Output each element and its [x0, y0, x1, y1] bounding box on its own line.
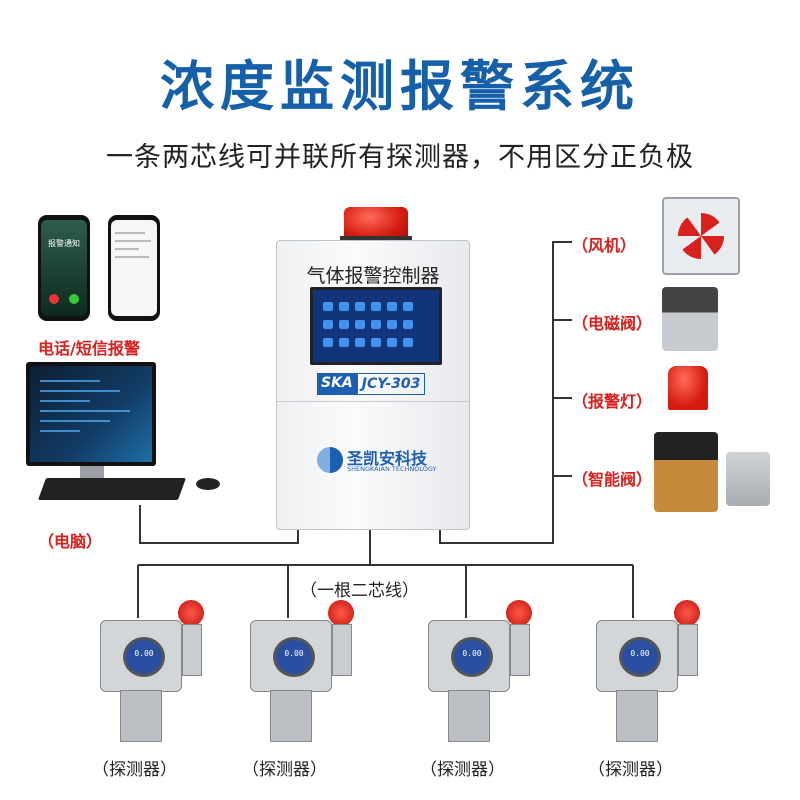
alarm-lamp-icon	[674, 600, 700, 626]
wire-computer	[139, 505, 299, 544]
smart-valve-icon	[654, 432, 718, 512]
keyboard-icon	[37, 478, 187, 500]
computer-monitor	[26, 362, 156, 466]
alarm-light-label: （报警灯）	[572, 392, 653, 411]
solenoid-valve-label: （电磁阀）	[572, 314, 653, 333]
controller-beacon	[344, 207, 408, 241]
phone-label: 电话/短信报警	[38, 339, 140, 358]
computer-label: （电脑）	[38, 532, 103, 551]
model-label: SKA JCY-303	[317, 373, 429, 395]
gas-detector: 0.00	[586, 600, 700, 750]
detector-reading: 0.00	[630, 649, 650, 658]
brand-name-en: SHENGKAIAN TECHNOLOGY	[347, 465, 437, 473]
decline-icon	[49, 294, 59, 304]
detector-reading: 0.00	[462, 649, 482, 658]
phone-call: 报警通知	[38, 215, 90, 321]
phone-sms	[108, 215, 160, 321]
detector-reading: 0.00	[284, 649, 304, 658]
wire-outputs	[439, 241, 572, 544]
beacon-base	[340, 236, 412, 242]
detector-label: （探测器）	[420, 760, 505, 780]
mouse-icon	[196, 478, 220, 490]
smart-valve-label: （智能阀）	[572, 470, 653, 489]
gas-alarm-controller: 气体报警控制器 SKA JCY-303 圣凯安科技 SHENGKAIAN TEC…	[276, 240, 470, 530]
detector-label: （探测器）	[588, 760, 673, 780]
brand-block: 圣凯安科技 SHENGKAIAN TECHNOLOGY	[317, 445, 437, 479]
detector-reading: 0.00	[134, 649, 154, 658]
controller-name: 气体报警控制器	[306, 265, 440, 287]
gas-detector: 0.00	[90, 600, 204, 750]
brand-name-cn: 圣凯安科技	[347, 449, 428, 468]
alarm-lamp-icon	[178, 600, 204, 626]
detector-label: （探测器）	[242, 760, 327, 780]
alarm-lamp-icon	[506, 600, 532, 626]
gas-detector: 0.00	[240, 600, 354, 750]
controller-screen	[310, 287, 442, 365]
page-subtitle: 一条两芯线可并联所有探测器，不用区分正负极	[106, 142, 694, 173]
page-title: 浓度监测报警系统	[160, 55, 640, 118]
model-number: JCY-303	[356, 373, 426, 395]
panel-divider	[277, 401, 469, 402]
bus-label: （一根二芯线）	[300, 581, 419, 601]
alarm-lamp-icon	[328, 600, 354, 626]
gas-detector: 0.00	[418, 600, 532, 750]
call-notice-text: 报警通知	[48, 239, 80, 248]
solenoid-valve-icon	[662, 287, 718, 351]
sprinkler-icon	[726, 452, 770, 506]
brand-logo-icon	[317, 447, 343, 473]
monitor-stand	[80, 466, 104, 480]
accept-icon	[69, 294, 79, 304]
fan-label: （风机）	[572, 236, 637, 255]
model-badge: SKA	[317, 373, 357, 395]
alarm-light-icon	[668, 366, 708, 410]
detector-label: （探测器）	[92, 760, 177, 780]
exhaust-fan-icon	[662, 197, 740, 275]
